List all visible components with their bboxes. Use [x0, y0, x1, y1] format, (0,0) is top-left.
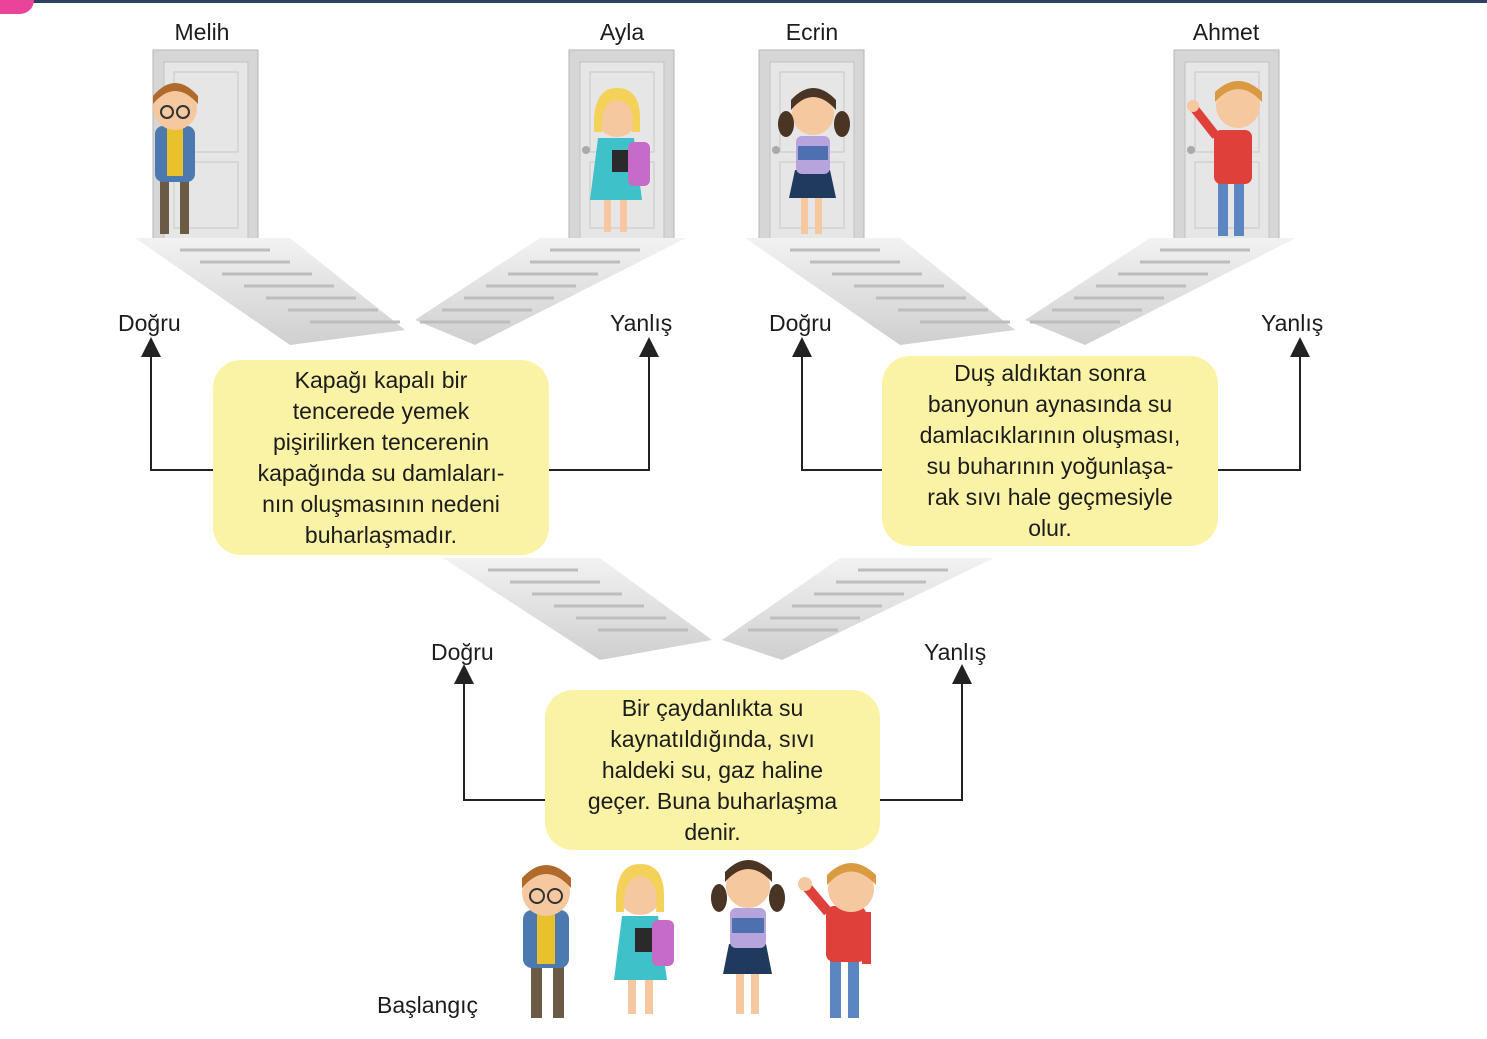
- corner-tab: [0, 0, 34, 14]
- child-ayla-at-door: [590, 88, 650, 232]
- child-ecrin-at-door: [778, 88, 850, 234]
- arrow-right-wrong: [1217, 337, 1310, 471]
- label-correct-bottom: Doğru: [431, 639, 494, 665]
- arrow-bottom-correct: [454, 664, 545, 801]
- label-wrong-right: Yanlış: [1261, 310, 1324, 336]
- start-label: Başlangıç: [377, 992, 479, 1018]
- label-correct-left: Doğru: [118, 310, 181, 336]
- child-ecrin-start: [711, 860, 785, 1014]
- arrow-right-correct: [792, 337, 882, 471]
- child-melih-start: [522, 865, 571, 1018]
- top-border: [0, 0, 1487, 3]
- child-melih-at-door: [153, 83, 198, 234]
- child-ahmet-start: [798, 863, 876, 1018]
- child-ayla-start: [614, 864, 674, 1014]
- stairs-top-right: [745, 238, 1296, 345]
- arrow-left-wrong: [548, 337, 659, 471]
- stairs-middle: [443, 558, 994, 660]
- label-correct-right: Doğru: [769, 310, 832, 336]
- statement-box-bottom: Bir çaydanlıkta su kaynatıldığında, sıvı…: [545, 690, 880, 850]
- name-ayla: Ayla: [599, 19, 645, 45]
- name-ahmet: Ahmet: [1192, 19, 1260, 45]
- stairs-top-left: [135, 238, 686, 345]
- name-ecrin: Ecrin: [785, 19, 839, 45]
- arrow-left-correct: [141, 337, 213, 471]
- label-wrong-bottom: Yanlış: [924, 639, 987, 665]
- label-wrong-left: Yanlış: [610, 310, 673, 336]
- name-melih: Melih: [174, 19, 230, 45]
- statement-box-right: Duş aldıktan sonra banyonun aynasında su…: [882, 356, 1218, 546]
- arrow-bottom-wrong: [880, 664, 972, 801]
- statement-box-left: Kapağı kapalı bir tencerede yemek pişiri…: [213, 360, 549, 555]
- child-ahmet-at-door: [1187, 81, 1262, 236]
